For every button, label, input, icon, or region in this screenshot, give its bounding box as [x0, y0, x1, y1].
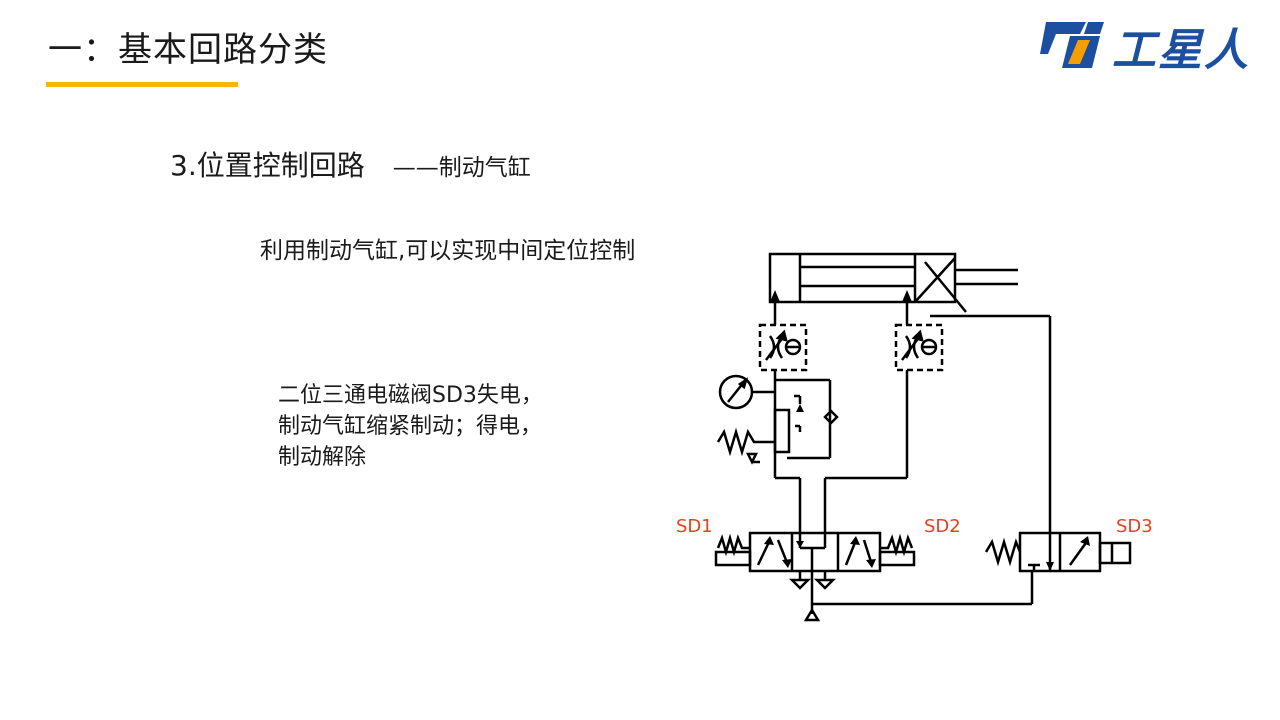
label-sd2: SD2 — [924, 516, 961, 537]
flow-control-valve-right — [894, 323, 944, 372]
pressure-gauge — [718, 374, 775, 410]
section-subtitle: ——制动气缸 — [392, 155, 531, 181]
logo-icon — [1040, 22, 1104, 68]
note-line: 制动解除 — [278, 445, 367, 470]
note-block: 二位三通电磁阀SD3失电， 制动气缸缩紧制动；得电， 制动解除 — [278, 380, 543, 473]
note-line: 二位三通电磁阀SD3失电， — [278, 383, 543, 408]
brake-cylinder — [768, 252, 1018, 313]
page-title: 一：基本回路分类 — [48, 30, 328, 70]
title-underline — [46, 82, 238, 87]
flow-control-valve-left — [758, 323, 808, 372]
directional-valve-sd3 — [984, 531, 1132, 573]
label-sd3: SD3 — [1116, 516, 1153, 537]
section-title: 3.位置控制回路 ——制动气缸 — [170, 144, 531, 184]
note-line: 制动气缸缩紧制动；得电， — [278, 414, 543, 439]
logo-text: 工星人 — [1112, 25, 1250, 76]
section-title-text: 3.位置控制回路 — [170, 149, 365, 182]
description-text: 利用制动气缸,可以实现中间定位控制 — [260, 238, 636, 264]
label-sd1: SD1 — [676, 516, 713, 537]
directional-valve-sd1-sd2 — [714, 531, 916, 622]
pressure-valve — [716, 378, 839, 465]
